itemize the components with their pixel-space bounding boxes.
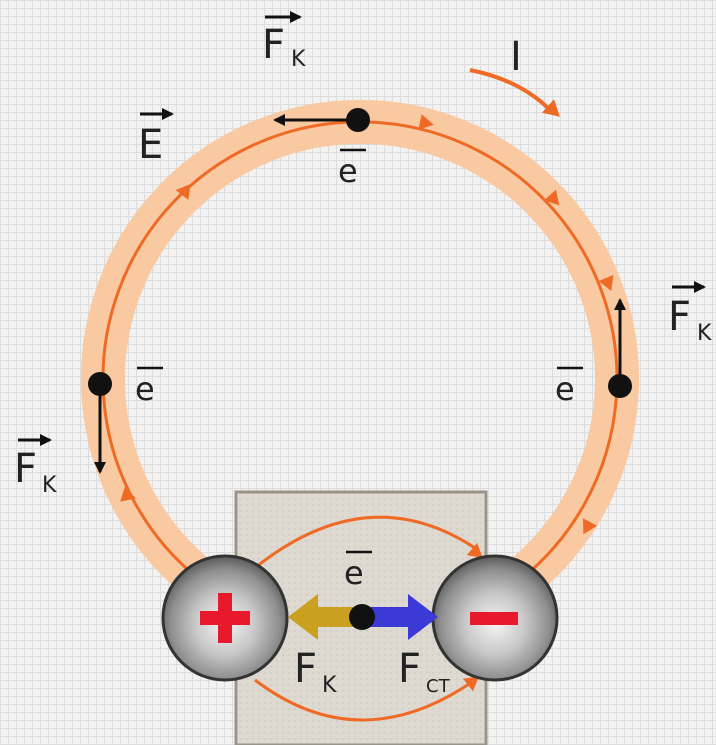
source-arc-top (233, 515, 479, 587)
plus-sign-icon (200, 593, 250, 643)
electron-right-label: e (555, 370, 575, 408)
current-direction-arrow (469, 68, 552, 112)
flow-arrow-4 (120, 486, 136, 502)
electron-left-label-group: e (135, 366, 163, 408)
source-arc-bottom (254, 678, 476, 722)
force-label-center-stranger: F CT (398, 646, 451, 697)
stranger-force-arrow (366, 594, 438, 640)
source-arc-top-arrow (466, 542, 483, 558)
electron-center (349, 604, 375, 630)
flow-arrow-5 (175, 183, 191, 200)
force-label-right-sub: K (697, 321, 712, 346)
force-label-left-sub: K (42, 473, 57, 498)
force-label-center-coulomb: F K (294, 646, 337, 698)
flow-arrowheads (120, 114, 614, 535)
force-label-right: F K (668, 281, 712, 346)
force-label-center-coulomb-sub: K (322, 673, 337, 698)
force-label-top: F K (262, 11, 306, 72)
flow-arrow-3 (582, 518, 598, 535)
force-label-center-stranger-sub: CT (426, 676, 451, 697)
force-label-right-main: F (668, 294, 691, 340)
field-label: E (138, 122, 163, 168)
flow-arrow-1 (544, 189, 560, 206)
electron-right (608, 374, 632, 398)
field-label-group: E (138, 108, 174, 168)
electron-top-label-group: e (338, 148, 366, 190)
force-label-left-main: F (14, 446, 37, 492)
current-label: I (510, 34, 522, 80)
electron-left (88, 372, 112, 396)
electron-center-label-group: e (344, 550, 372, 592)
force-label-left: F K (14, 434, 57, 498)
electron-top-label: e (338, 152, 358, 190)
electron-left-label: e (135, 370, 155, 408)
force-label-center-coulomb-main: F (294, 646, 317, 692)
force-label-top-sub: K (291, 47, 306, 72)
flow-arrow-6 (418, 114, 434, 130)
minus-sign-icon (470, 612, 518, 625)
force-label-top-main: F (262, 22, 285, 68)
electron-right-label-group: e (555, 366, 583, 408)
electron-top (346, 108, 370, 132)
coulomb-force-arrow (288, 594, 358, 640)
force-label-center-stranger-main: F (398, 646, 421, 692)
electron-center-label: e (344, 554, 364, 592)
flow-arrow-2 (598, 275, 614, 291)
current-direction-arrowhead (541, 99, 560, 117)
source-arc-bottom-arrow (463, 676, 480, 692)
